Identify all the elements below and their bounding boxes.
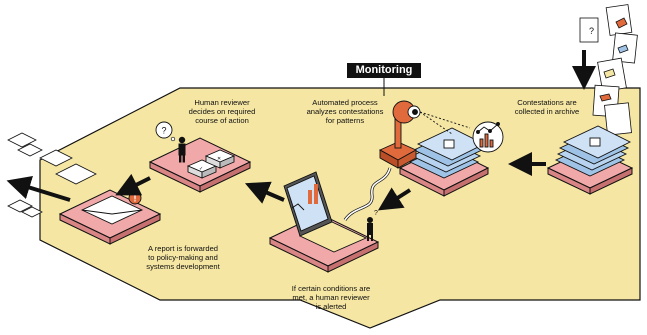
human-reviewer-icon [178, 136, 186, 163]
contestation-stack-icon [408, 127, 486, 179]
archive-stack-icon [554, 125, 632, 177]
alert-badge-icon: ! [128, 191, 142, 205]
svg-text:✕: ✕ [217, 156, 221, 162]
laptop-dashboard-icon [283, 171, 368, 253]
step-decides-caption: Human reviewer decides on required cours… [188, 98, 256, 125]
alert-mark: ! [134, 194, 137, 204]
svg-text:✓: ✓ [199, 166, 203, 172]
flow-arrows [6, 152, 546, 211]
svg-text:?: ? [589, 26, 594, 36]
thought-bubble-icon: ? [155, 121, 176, 142]
incoming-documents-icon: ? [579, 4, 638, 136]
outgoing-envelopes-icon [7, 132, 97, 218]
step-forwarded-caption: A report is forwarded to policy-making a… [146, 244, 220, 271]
step-alerted-caption: If certain conditions are met, a human r… [291, 284, 371, 311]
robot-camera-icon [378, 100, 471, 169]
step-collected-caption: Contestations are collected in archive [514, 98, 580, 116]
alerted-reviewer-icon: ? [367, 210, 378, 241]
svg-text:?: ? [374, 210, 378, 217]
pattern-chart-icon [472, 121, 504, 153]
monitoring-title: Monitoring [347, 63, 421, 78]
step-analyzed-caption: Automated process analyzes contestations… [306, 98, 384, 125]
decision-buttons-icon: ✓ ✕ [186, 149, 236, 179]
thought-mark: ? [161, 126, 166, 136]
report-envelope-icon [80, 195, 144, 225]
